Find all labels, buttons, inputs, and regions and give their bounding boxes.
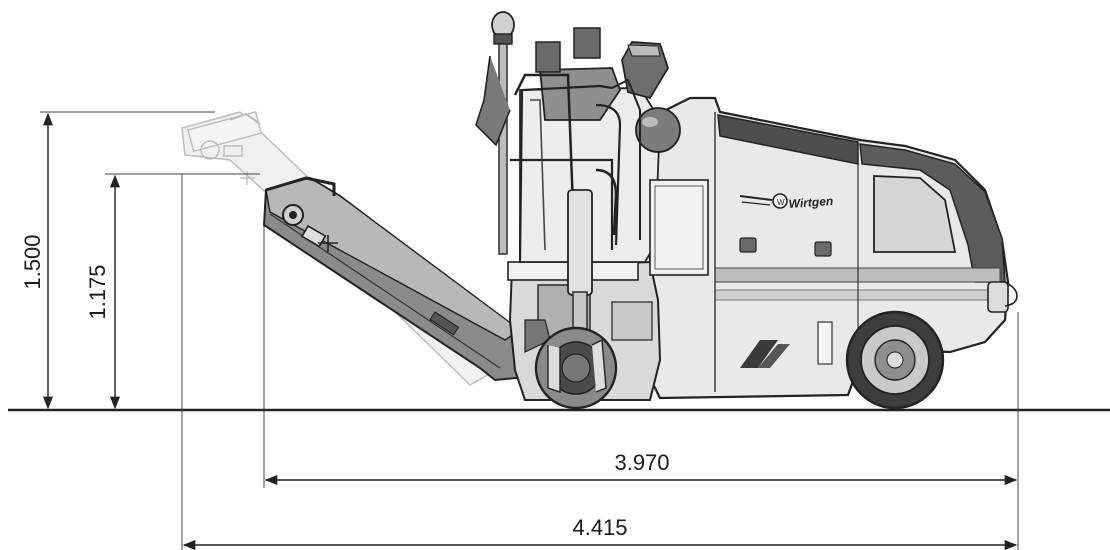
beacon-light-icon: [491, 11, 515, 255]
conveyor-lowered: [262, 176, 537, 382]
svg-text:W: W: [777, 198, 785, 207]
rear-wheel: [845, 310, 945, 410]
length-raised-label: 4.415: [572, 515, 627, 540]
height-raised-label: 1.500: [20, 234, 45, 289]
dimension-annotations: 1.500 1.175 3.970 4.415: [20, 111, 1019, 550]
height-lower-label: 1.175: [85, 264, 110, 319]
logo-text: Wirtgen: [788, 194, 833, 211]
front-wheel: [534, 326, 618, 410]
length-lower-label: 3.970: [614, 450, 669, 475]
wirtgen-logo: W Wirtgen: [739, 193, 834, 211]
mirror-icon: [635, 107, 681, 153]
